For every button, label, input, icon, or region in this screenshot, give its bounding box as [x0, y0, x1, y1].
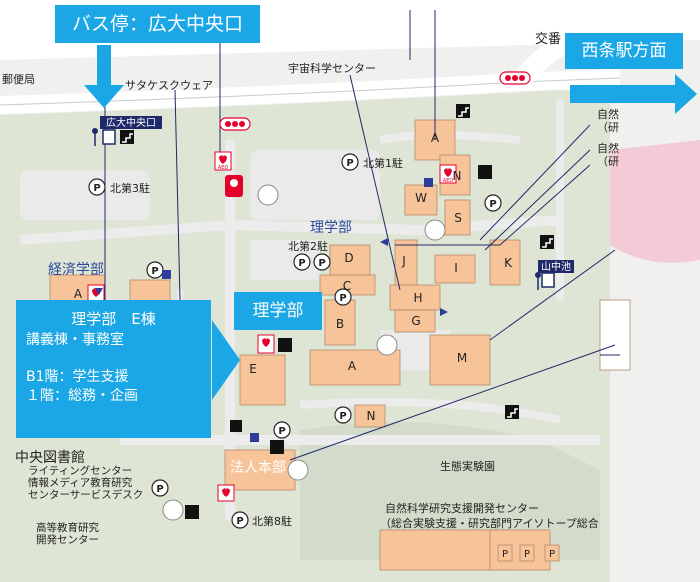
svg-text:P: P: [346, 158, 353, 169]
label-corporation: 法人本部: [230, 460, 286, 476]
building-label-e: E: [249, 362, 257, 376]
svg-text:P: P: [318, 258, 325, 269]
parking-letter-1: P: [502, 549, 508, 560]
building-label-m: M: [457, 351, 467, 365]
label-economics: 経済学部: [48, 262, 104, 278]
label-north8: 北第8駐: [252, 514, 292, 528]
dark-square-icon: [185, 165, 492, 519]
parking-icon: [88, 153, 502, 529]
label-higher-ed2: 開発センター: [36, 533, 99, 546]
svg-text:P: P: [151, 266, 158, 277]
parking-letter-3: P: [549, 549, 555, 560]
building-k: [489, 239, 521, 286]
building-m: [429, 334, 491, 386]
building-label-c: C: [343, 279, 351, 293]
label-library: 中央図書館: [15, 449, 85, 466]
e-building-line2: B1階：学生支援: [26, 369, 129, 385]
label-nature2-sub: （研: [597, 155, 619, 168]
building-corporation: [224, 449, 296, 491]
svg-text:P: P: [489, 199, 496, 210]
svg-text:P: P: [236, 516, 243, 527]
svg-text:P: P: [339, 411, 346, 422]
building-g: [394, 309, 436, 333]
building-label-b: B: [336, 317, 344, 331]
callout-bus-stop-text: バス停：広大中央口: [71, 13, 243, 35]
building-w: [404, 184, 438, 216]
building-a-main: [309, 349, 401, 386]
building-d: [329, 244, 371, 276]
building-label-a-econ: A: [74, 287, 83, 301]
svg-text:P: P: [156, 484, 163, 495]
label-koban: 交番: [535, 31, 561, 47]
label-library-sub1: ライティングセンター: [28, 464, 132, 477]
label-nature1: 自然: [597, 107, 619, 121]
callout-e-building: 理学部 E棟 講義棟・事務室 B1階：学生支援 １階：総務・企画: [16, 300, 211, 438]
bus-stop-label-central: 広大中央口: [106, 116, 156, 129]
bus-stop-icon: [92, 128, 555, 290]
right-arrow-icon-2: [212, 320, 240, 400]
green-area: [300, 422, 600, 560]
svg-text:P: P: [339, 293, 346, 304]
right-arrow-icon: [675, 74, 697, 114]
wheelchair-icon: [162, 178, 433, 442]
parking-letter-2: P: [524, 549, 530, 560]
bus-stop-label-yamanaka: 山中池: [541, 260, 571, 273]
label-higher-ed1: 高等教育研究: [36, 521, 99, 534]
label-natsci-sub: （総合実験支援・研究部門アイソトープ総合: [380, 516, 599, 530]
label-north3: 北第3駐: [110, 181, 150, 195]
building-label-h: H: [413, 291, 422, 305]
e-building-title: 理学部 E棟: [71, 310, 156, 328]
label-north2: 北第2駐: [288, 239, 328, 253]
label-science-faculty: 理学部: [310, 220, 352, 236]
e-building-line3: １階：総務・企画: [26, 388, 138, 404]
building-label-k: K: [504, 256, 513, 270]
svg-text:P: P: [278, 426, 285, 437]
label-satake-square: サタケスクウェア: [125, 79, 213, 92]
building-label-a-top: A: [431, 131, 440, 145]
svg-text:P: P: [93, 183, 100, 194]
building-i: [434, 254, 476, 284]
callout-saijo-text: 西条駅方面: [581, 41, 667, 61]
building-label-w: W: [415, 191, 427, 205]
aed-label-2: AED: [443, 178, 454, 184]
traffic-light-icon: [219, 71, 531, 131]
building-j: [394, 239, 418, 286]
label-ecology-garden: 生態実験園: [440, 459, 495, 473]
building-label-g: G: [411, 314, 420, 328]
callout-science-faculty: 理学部: [234, 292, 322, 330]
building-label-j: J: [401, 254, 406, 268]
building-e: [239, 354, 286, 406]
building-label-a-main: A: [348, 359, 357, 373]
label-post-office: 郵便局: [2, 73, 35, 86]
down-arrow-icon: [84, 85, 124, 108]
callout-saijo: 西条駅方面: [565, 33, 683, 69]
label-nature1-sub: （研: [597, 121, 619, 134]
building-label-n-top: N: [453, 169, 462, 183]
svg-text:P: P: [298, 258, 305, 269]
building-h: [389, 284, 441, 311]
pink-area: [610, 140, 700, 263]
label-space-science: 宇宙科学センター: [288, 61, 376, 75]
callout-science-faculty-text: 理学部: [252, 301, 304, 321]
label-nature2: 自然: [597, 141, 619, 155]
inner-road: [19, 215, 561, 245]
label-natsci-center: 自然科学研究支援開発センター: [385, 501, 539, 515]
bicycle-icon: [162, 184, 446, 521]
aed-label: AED: [218, 165, 229, 171]
e-building-line1: 講義棟・事務室: [26, 332, 124, 348]
callout-bus-stop: バス停：広大中央口: [55, 5, 260, 43]
building-label-s: S: [454, 211, 462, 225]
building-label-i: I: [454, 261, 458, 275]
building-n-mid: [354, 404, 386, 428]
building-s: [444, 199, 471, 236]
building-label-n-mid: N: [367, 409, 376, 423]
building-label-d: D: [344, 251, 353, 265]
label-library-sub2: 情報メディア教育研究: [28, 476, 133, 489]
label-library-sub3: センターサービスデスク: [28, 488, 143, 501]
label-north1: 北第1駐: [363, 156, 403, 170]
